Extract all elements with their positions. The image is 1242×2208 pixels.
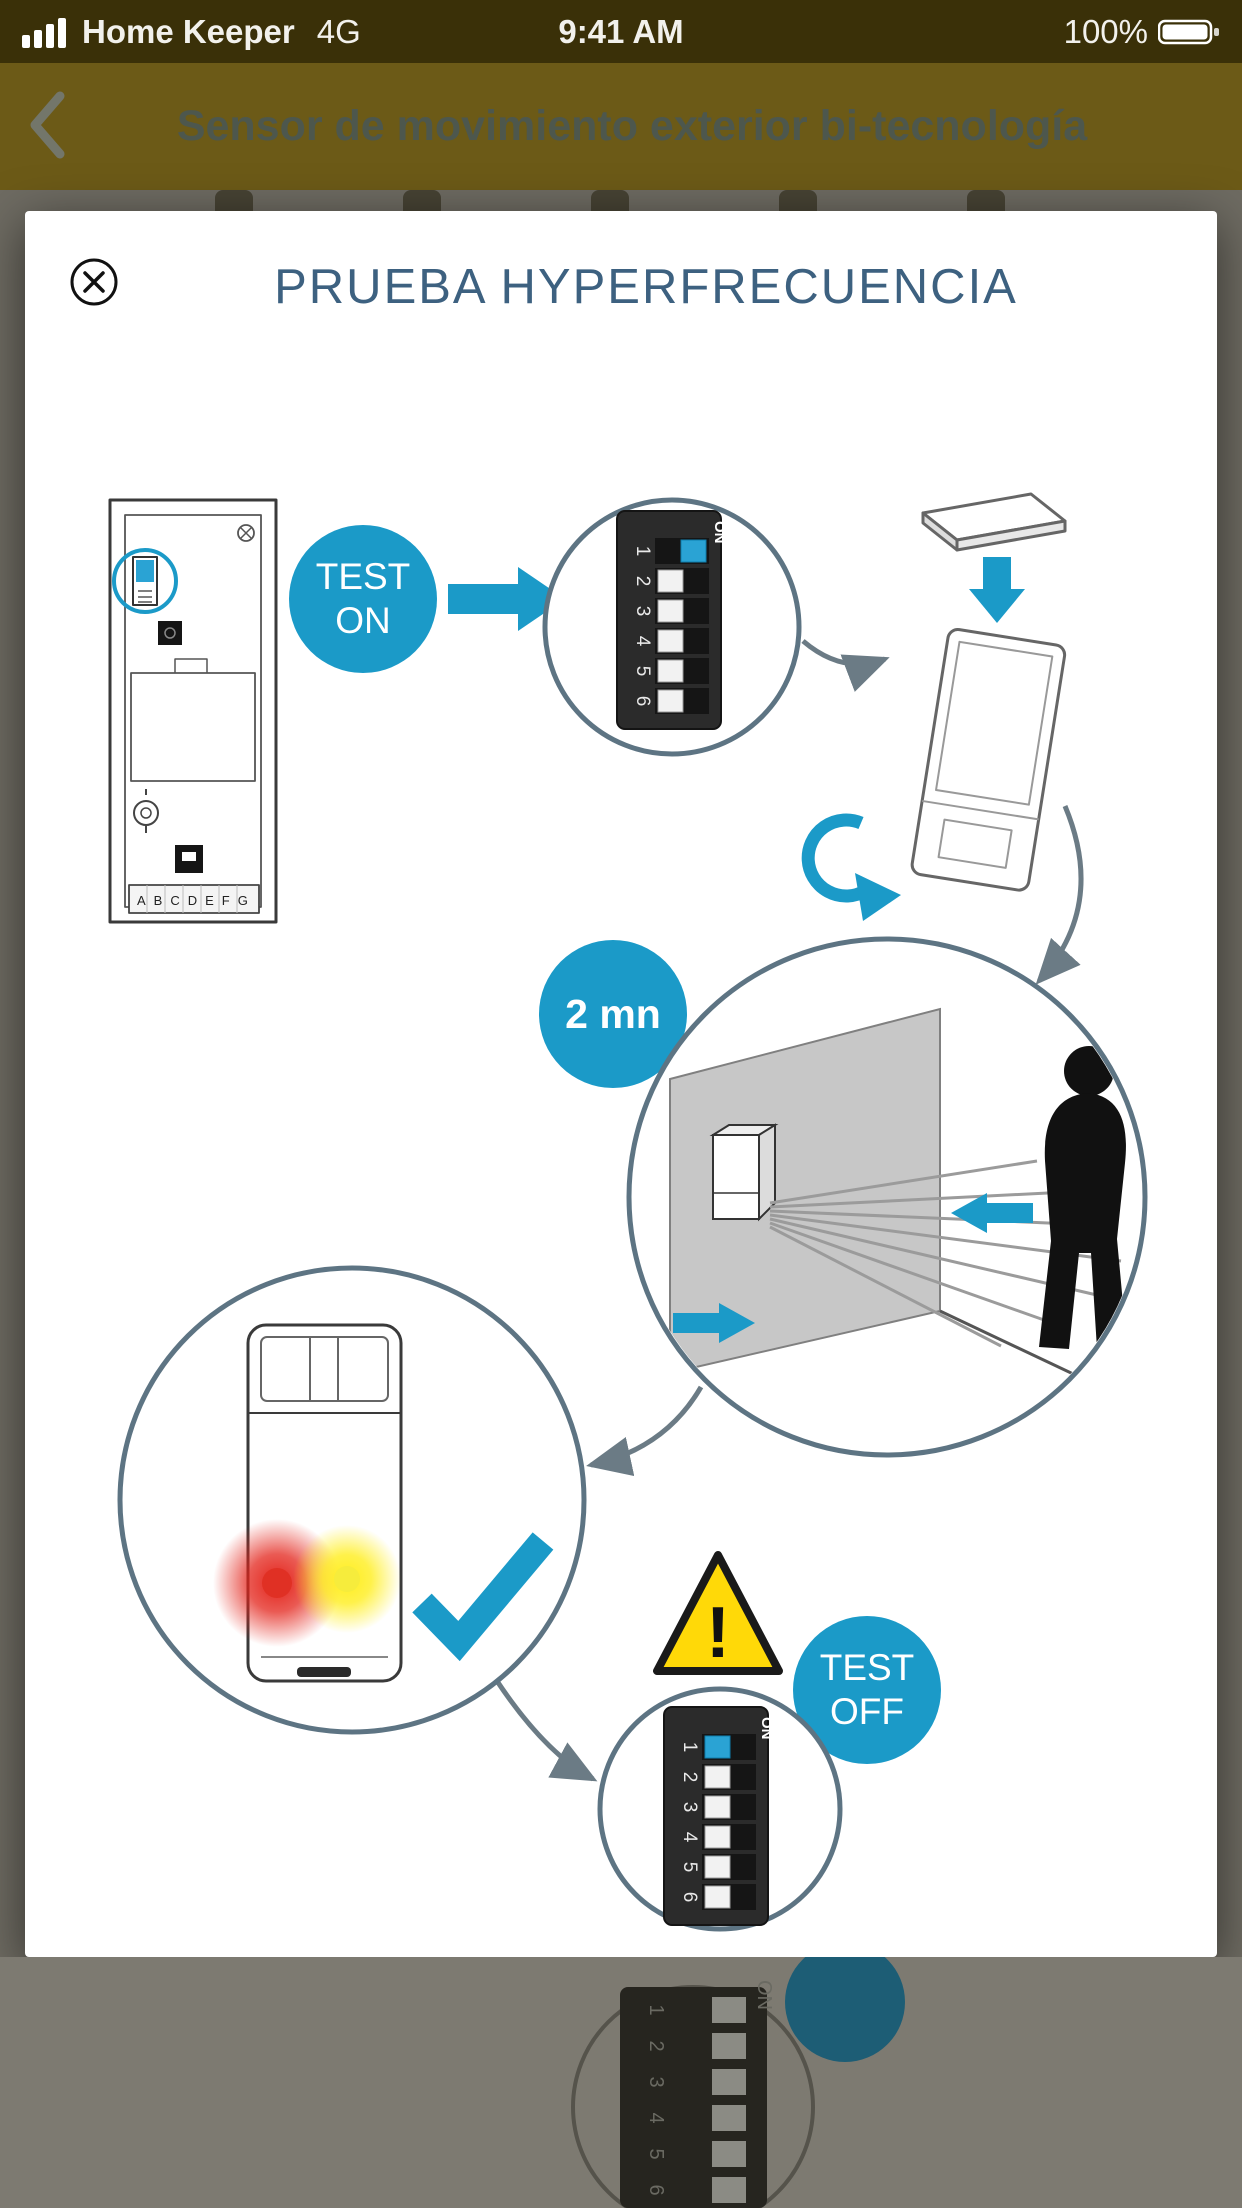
test-off-badge: TEST OFF xyxy=(793,1616,941,1764)
red-led xyxy=(262,1568,292,1598)
close-icon xyxy=(70,258,118,306)
dip-number: 2 xyxy=(679,1772,700,1783)
dip-on-label: ON xyxy=(758,1717,775,1740)
connector-led-to-dip xyxy=(494,1679,598,1782)
dip-on-label: ON xyxy=(711,521,728,544)
movement-arrows xyxy=(673,1193,1033,1343)
status-bar: Home Keeper 4G 9:41 AM 100% xyxy=(0,0,1242,63)
led-indicator-scene xyxy=(117,1265,587,1735)
dip-number: 6 xyxy=(632,696,653,707)
arrow-right-icon xyxy=(673,1303,755,1343)
close-button[interactable] xyxy=(67,255,121,309)
dip-knob-1-on xyxy=(680,539,707,563)
modal-title: PRUEBA HYPERFRECUENCIA xyxy=(274,260,1018,314)
battery-percent-label: 100% xyxy=(1063,12,1148,50)
test-on-badge: TEST ON xyxy=(289,525,437,673)
signal-strength-icon xyxy=(22,17,66,48)
arrow-down-icon xyxy=(969,557,1025,623)
dimmed-background-bottom: 1 2 3 4 5 6 ON xyxy=(0,1957,1242,2208)
timer-badge: 2 mn xyxy=(539,940,687,1088)
warning-mark: ! xyxy=(706,1593,730,1673)
test-off-line2: OFF xyxy=(830,1691,904,1732)
wall-mounted-sensor xyxy=(709,1123,779,1222)
navigation-bar: Sensor de movimiento exterior bi-tecnolo… xyxy=(0,63,1242,190)
dip-number: 1 xyxy=(632,546,653,557)
rotate-icon xyxy=(801,813,901,921)
dimmed-background-icons xyxy=(0,190,1242,211)
dimmed-dip-switch: 1 2 3 4 5 6 ON xyxy=(620,1980,775,2208)
dimmed-badge-circle xyxy=(785,1957,905,2062)
sensor-internal-view: ABCDEFG xyxy=(108,498,278,924)
svg-text:4: 4 xyxy=(645,2112,667,2123)
timer-label: 2 mn xyxy=(565,991,661,1037)
connector-scene-to-led xyxy=(586,1385,704,1477)
dip-knob-1-off xyxy=(704,1735,731,1759)
svg-text:1: 1 xyxy=(645,2004,667,2015)
mini-dip-switch xyxy=(136,560,154,582)
dip-number: 5 xyxy=(679,1862,700,1873)
dip-switch-test-on: 1 2 3 4 5 6 xyxy=(542,497,802,757)
dip-number: 2 xyxy=(632,576,653,587)
terminal-strip-label: ABCDEFG xyxy=(137,893,256,908)
back-button[interactable] xyxy=(0,89,82,164)
instruction-modal: PRUEBA HYPERFRECUENCIA xyxy=(25,211,1217,1957)
clock: 9:41 AM xyxy=(558,12,684,50)
dip-number: 4 xyxy=(679,1832,700,1843)
connector-dip-to-housing xyxy=(801,639,890,692)
carrier-label: Home Keeper xyxy=(82,12,295,50)
test-off-line1: TEST xyxy=(820,1647,915,1688)
connector-housing-to-scene xyxy=(1035,805,1084,985)
warning-icon: ! xyxy=(653,1551,783,1675)
dip-number: 5 xyxy=(632,666,653,677)
dip-number: 3 xyxy=(679,1802,700,1813)
status-bar-left: Home Keeper 4G xyxy=(0,13,361,51)
yellow-led xyxy=(334,1566,360,1592)
detector-housing xyxy=(910,492,1067,892)
dip-number: 6 xyxy=(679,1892,700,1903)
page-title: Sensor de movimiento exterior bi-tecnolo… xyxy=(176,102,1088,150)
dip-number: 4 xyxy=(632,636,653,647)
svg-text:ON: ON xyxy=(753,1980,775,2010)
detection-scene xyxy=(626,936,1148,1458)
chevron-left-icon xyxy=(30,91,65,159)
dip-switch-test-off: 1 2 3 4 5 6 xyxy=(597,1686,843,1932)
network-type-label: 4G xyxy=(316,12,361,50)
instruction-diagram: ABCDEFG TEST ON 1 2 3 4 5 xyxy=(108,492,1148,1932)
arrow-left-icon xyxy=(951,1193,1033,1233)
battery-icon xyxy=(1158,19,1219,44)
svg-text:5: 5 xyxy=(645,2148,667,2159)
dip-number: 3 xyxy=(632,606,653,617)
status-bar-right: 100% xyxy=(1064,13,1242,51)
arrow-right-icon xyxy=(448,567,565,631)
checkmark-icon xyxy=(412,1532,554,1662)
dip-switch-highlight-circle xyxy=(112,548,178,614)
svg-text:3: 3 xyxy=(645,2076,667,2087)
svg-text:6: 6 xyxy=(645,2184,667,2195)
dip-number: 1 xyxy=(679,1742,700,1753)
test-on-line1: TEST xyxy=(316,556,411,597)
svg-text:2: 2 xyxy=(645,2040,667,2051)
test-on-line2: ON xyxy=(335,600,391,641)
